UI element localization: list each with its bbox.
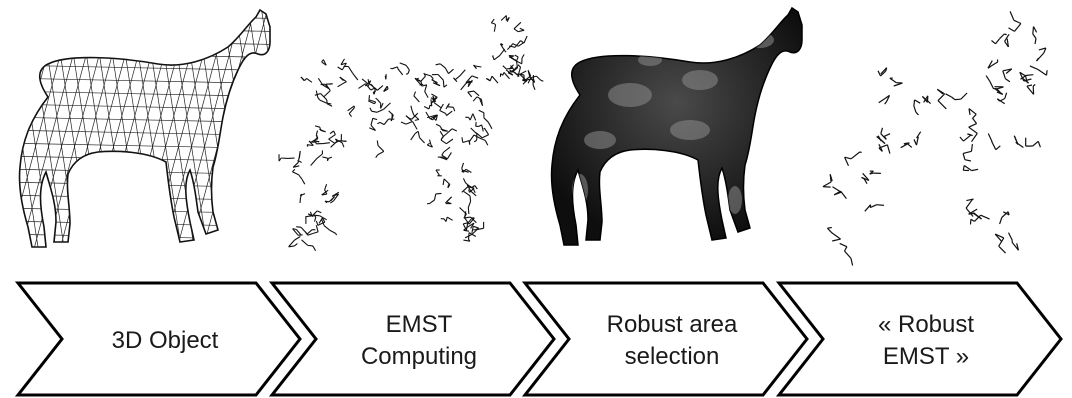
pipeline-step-4-label: « Robust bbox=[878, 311, 974, 338]
pipeline-step-4-chevron bbox=[775, 281, 1063, 397]
horse-wireframe-image bbox=[18, 9, 271, 248]
horse-emst-image bbox=[278, 15, 544, 252]
pipeline-step-3-label: Robust area bbox=[607, 311, 738, 338]
horse-robust-emst-image bbox=[822, 11, 1048, 266]
pipeline-step-1-chevron bbox=[14, 281, 302, 397]
pipeline-step-3-chevron bbox=[521, 281, 809, 397]
pipeline-step-1-label: 3D Object bbox=[112, 327, 219, 354]
pipeline-step-2-chevron bbox=[268, 281, 556, 397]
pipeline-step-4-label: EMST » bbox=[883, 343, 969, 370]
pipeline-step-2-label: Computing bbox=[361, 343, 477, 370]
horse-shaded-image bbox=[550, 7, 803, 246]
pipeline-step-2-label: EMST bbox=[386, 311, 453, 338]
pipeline-step-3-label: selection bbox=[625, 343, 720, 370]
